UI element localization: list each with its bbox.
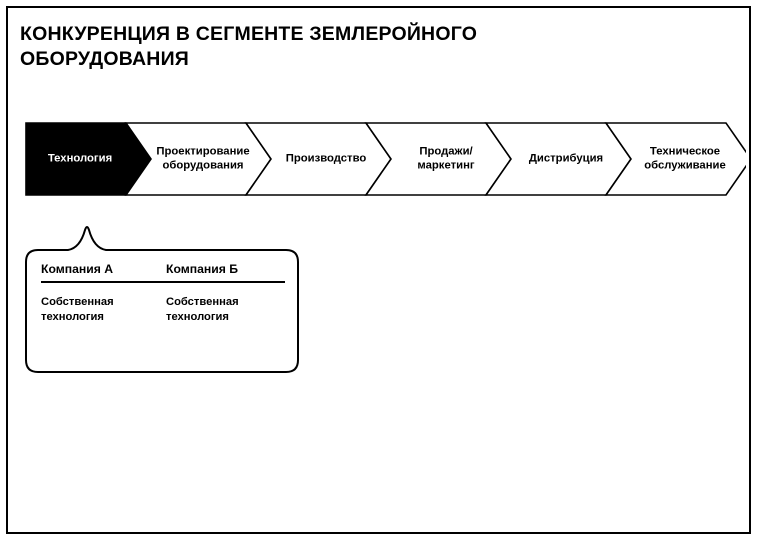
chevron-stage-6-shape[interactable]: [604, 122, 746, 196]
process-chain-diagram: Технология Проектирование оборудования П…: [18, 111, 746, 199]
process-chain-shapes: [25, 122, 746, 196]
callout-header-row: Компания А Компания Б: [41, 262, 291, 277]
page-title-line-1: КОНКУРЕНЦИЯ В СЕГМЕНТЕ ЗЕМЛЕРОЙНОГО: [20, 23, 478, 45]
callout-header-rule: [41, 281, 285, 283]
callout-column-1-body-text: Собственная технология: [41, 295, 158, 324]
callout-outline-path: [25, 226, 299, 373]
callout-body-row: Собственная технология Собственная техно…: [41, 283, 291, 324]
callout-column-2-header: Компания Б: [166, 262, 238, 276]
callout-column-2-body-line-1: Собственная: [166, 296, 239, 308]
callout-column-1-body: Собственная технология: [41, 283, 166, 324]
slide-frame: КОНКУРЕНЦИЯ В СЕГМЕНТЕ ЗЕМЛЕРОЙНОГО ОБОР…: [6, 6, 751, 534]
callout-column-2-body-text: Собственная технология: [166, 295, 283, 324]
page-title-line-2: ОБОРУДОВАНИЯ: [20, 48, 190, 70]
callout-column-2: Компания Б: [166, 262, 291, 277]
page-title: КОНКУРЕНЦИЯ В СЕГМЕНТЕ ЗЕМЛЕРОЙНОГО ОБОР…: [20, 22, 620, 72]
callout-column-2-body-line-2: технология: [166, 310, 229, 323]
callout-shape: [25, 226, 299, 373]
callout-column-1-body-line-1: Собственная: [41, 296, 114, 308]
callout-content: Компания А Компания Б Собственная технол…: [41, 262, 291, 324]
callout-box: Компания А Компания Б Собственная технол…: [18, 204, 308, 382]
callout-column-1-body-line-2: технология: [41, 310, 104, 323]
chevron-stage-1-shape[interactable]: [25, 122, 152, 196]
callout-column-1-header: Компания А: [41, 262, 114, 276]
callout-column-1: Компания А: [41, 262, 166, 277]
callout-column-2-body: Собственная технология: [166, 283, 291, 324]
